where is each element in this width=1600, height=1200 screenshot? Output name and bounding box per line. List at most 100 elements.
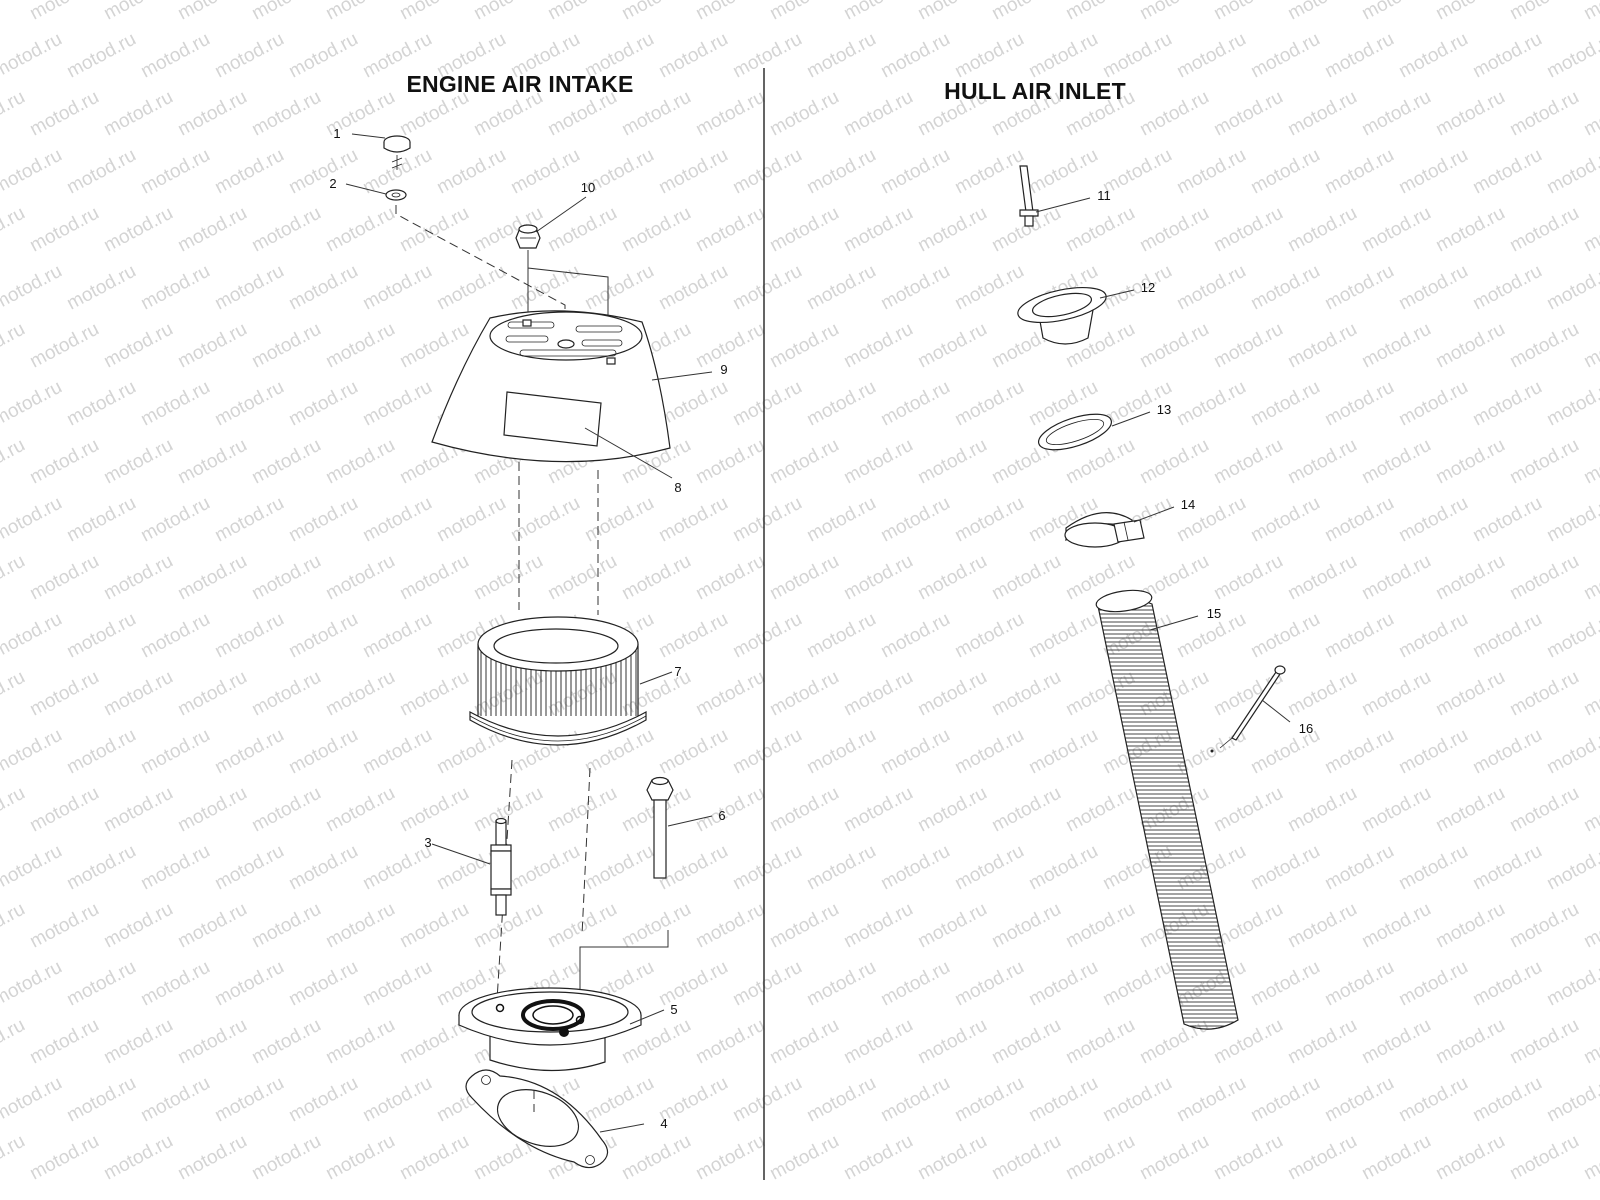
watermark-text: motod.ru — [803, 145, 879, 199]
watermark-text: motod.ru — [63, 145, 139, 199]
watermark-text: motod.ru — [803, 493, 879, 547]
watermark-text: motod.ru — [840, 667, 916, 721]
part-14-hose-clamp — [1064, 512, 1145, 548]
watermark-text: motod.ru — [1284, 0, 1360, 24]
watermark-text: motod.ru — [0, 957, 66, 1011]
watermark-text: motod.ru — [1173, 261, 1249, 315]
watermark-text: motod.ru — [174, 1015, 250, 1069]
watermark-text: motod.ru — [1506, 783, 1582, 837]
part-13-gasket-ring — [1038, 413, 1112, 451]
watermark-text: motod.ru — [248, 1131, 324, 1185]
watermark-text: motod.ru — [1247, 493, 1323, 547]
watermark-text: motod.ru — [433, 145, 509, 199]
watermark-text: motod.ru — [63, 841, 139, 895]
watermark-text: motod.ru — [1432, 783, 1508, 837]
watermark-text: motod.ru — [1395, 725, 1471, 779]
watermark-text: motod.ru — [1062, 1131, 1138, 1185]
callout-15: 15 — [1207, 606, 1221, 621]
watermark-text: motod.ru — [26, 87, 102, 141]
watermark-text: motod.ru — [63, 609, 139, 663]
watermark-text: motod.ru — [100, 667, 176, 721]
watermark-text: motod.ru — [1580, 0, 1600, 24]
watermark-text: motod.ru — [137, 609, 213, 663]
callout-8: 8 — [674, 480, 681, 495]
watermark-text: motod.ru — [729, 957, 805, 1011]
watermark-text: motod.ru — [1395, 493, 1471, 547]
hull-air-inlet-title: HULL AIR INLET — [944, 78, 1126, 104]
watermark-text: motod.ru — [1580, 667, 1600, 721]
watermark-text: motod.ru — [692, 667, 768, 721]
watermark-text: motod.ru — [1469, 145, 1545, 199]
watermark-text: motod.ru — [1469, 1073, 1545, 1127]
part-4-gasket — [465, 1069, 609, 1169]
watermark-text: motod.ru — [63, 725, 139, 779]
watermark-text: motod.ru — [988, 1015, 1064, 1069]
watermark-text: motod.ru — [507, 261, 583, 315]
callout-2: 2 — [329, 176, 336, 191]
watermark-text: motod.ru — [1062, 899, 1138, 953]
watermark-text: motod.ru — [285, 957, 361, 1011]
watermark-text: motod.ru — [1580, 1131, 1600, 1185]
watermark-text: motod.ru — [174, 0, 250, 24]
watermark-text: motod.ru — [914, 783, 990, 837]
watermark-text: motod.ru — [1284, 203, 1360, 257]
watermark-text: motod.ru — [0, 493, 66, 547]
watermark-text: motod.ru — [1284, 87, 1360, 141]
watermark-text: motod.ru — [1062, 0, 1138, 24]
watermark-text: motod.ru — [0, 261, 66, 315]
watermark-text: motod.ru — [0, 1015, 29, 1069]
watermark-text: motod.ru — [100, 435, 176, 489]
watermark-text: motod.ru — [26, 319, 102, 373]
watermark-text: motod.ru — [248, 551, 324, 605]
watermark-text: motod.ru — [359, 261, 435, 315]
watermark-text: motod.ru — [1062, 203, 1138, 257]
watermark-text: motod.ru — [1543, 261, 1600, 315]
watermark-text: motod.ru — [692, 319, 768, 373]
watermark-text: motod.ru — [100, 1131, 176, 1185]
callout-12: 12 — [1141, 280, 1155, 295]
watermark-text: motod.ru — [1432, 87, 1508, 141]
watermark-text: motod.ru — [26, 551, 102, 605]
watermark-text: motod.ru — [1543, 957, 1600, 1011]
watermark-text: motod.ru — [1395, 377, 1471, 431]
watermark-text: motod.ru — [0, 377, 66, 431]
watermark-text: motod.ru — [803, 841, 879, 895]
watermark-text: motod.ru — [1247, 957, 1323, 1011]
watermark-text: motod.ru — [1099, 145, 1175, 199]
watermark-text: motod.ru — [211, 609, 287, 663]
watermark-text: motod.ru — [1210, 0, 1286, 24]
watermark-text: motod.ru — [0, 841, 66, 895]
watermark-text: motod.ru — [840, 1131, 916, 1185]
watermark-text: motod.ru — [877, 145, 953, 199]
watermark-text: motod.ru — [914, 319, 990, 373]
watermark-text: motod.ru — [470, 0, 546, 24]
watermark-text: motod.ru — [322, 319, 398, 373]
watermark-text: motod.ru — [359, 377, 435, 431]
watermark-text: motod.ru — [1358, 667, 1434, 721]
watermark-text: motod.ru — [1580, 1015, 1600, 1069]
watermark-text: motod.ru — [1469, 29, 1545, 83]
watermark-text: motod.ru — [914, 1131, 990, 1185]
watermark-text: motod.ru — [211, 377, 287, 431]
watermark-text: motod.ru — [100, 1015, 176, 1069]
watermark-text: motod.ru — [988, 667, 1064, 721]
part-8-label — [503, 391, 602, 447]
part-10-nut — [515, 224, 541, 249]
watermark-text: motod.ru — [988, 551, 1064, 605]
watermark-text: motod.ru — [1284, 319, 1360, 373]
watermark-text: motod.ru — [729, 1073, 805, 1127]
watermark-text: motod.ru — [1432, 435, 1508, 489]
watermark-text: motod.ru — [1210, 203, 1286, 257]
watermark-text: motod.ru — [951, 493, 1027, 547]
part-15-corrugated-hose — [1095, 589, 1239, 1030]
watermark-text: motod.ru — [1432, 319, 1508, 373]
watermark-text: motod.ru — [1099, 261, 1175, 315]
watermark-text: motod.ru — [877, 841, 953, 895]
watermark-text: motod.ru — [1580, 87, 1600, 141]
watermark-text: motod.ru — [248, 87, 324, 141]
watermark-text: motod.ru — [1136, 203, 1212, 257]
watermark-text: motod.ru — [914, 0, 990, 24]
watermark-text: motod.ru — [0, 551, 29, 605]
watermark-text: motod.ru — [470, 551, 546, 605]
